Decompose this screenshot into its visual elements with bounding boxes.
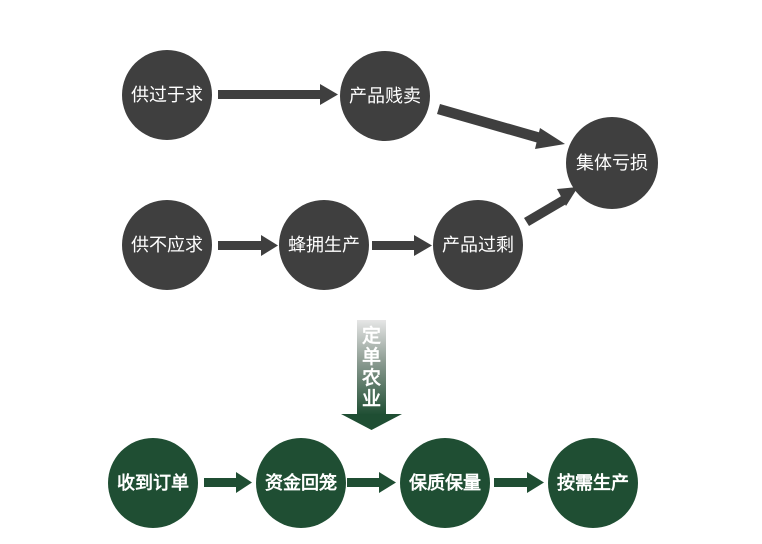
node-collective-loss-label: 集体亏损 xyxy=(576,153,648,174)
node-overproduction-label: 产品过剩 xyxy=(442,235,514,256)
node-overproduction: 产品过剩 xyxy=(433,200,523,290)
transition-char-4: 业 xyxy=(362,388,381,410)
arrow-orders-to-funds xyxy=(204,472,252,493)
arrow-rush-to-overproduction xyxy=(372,235,432,256)
arrow-oversupply-to-cheap-sale xyxy=(218,84,338,105)
transition-arrow: 定 单 农 业 xyxy=(341,320,402,430)
node-receive-orders: 收到订单 xyxy=(108,438,198,528)
arrow-funds-to-quality xyxy=(347,472,396,493)
node-collective-loss: 集体亏损 xyxy=(566,117,658,209)
node-quality-assured: 保质保量 xyxy=(400,438,490,528)
transition-char-1: 定 xyxy=(362,324,381,347)
arrow-overproduction-to-loss xyxy=(524,187,578,226)
node-undersupply-label: 供不应求 xyxy=(131,235,203,256)
node-on-demand: 按需生产 xyxy=(548,438,638,528)
arrow-cheap-sale-to-loss xyxy=(437,104,565,149)
node-oversupply: 供过于求 xyxy=(122,50,212,140)
node-rush-production: 蜂拥生产 xyxy=(279,200,369,290)
node-cheap-sale: 产品贱卖 xyxy=(340,51,430,141)
node-on-demand-label: 按需生产 xyxy=(557,472,629,494)
node-cheap-sale-label: 产品贱卖 xyxy=(349,86,421,107)
node-receive-orders-label: 收到订单 xyxy=(117,472,189,494)
transition-char-2: 单 xyxy=(362,345,381,368)
arrow-quality-to-demand xyxy=(494,472,544,493)
node-funds-return-label: 资金回笼 xyxy=(265,472,337,494)
node-oversupply-label: 供过于求 xyxy=(131,85,203,106)
transition-char-3: 农 xyxy=(361,366,381,389)
node-quality-assured-label: 保质保量 xyxy=(408,472,481,494)
node-funds-return: 资金回笼 xyxy=(256,438,346,528)
node-rush-production-label: 蜂拥生产 xyxy=(288,235,360,256)
node-undersupply: 供不应求 xyxy=(122,200,212,290)
arrow-undersupply-to-rush xyxy=(218,235,278,256)
